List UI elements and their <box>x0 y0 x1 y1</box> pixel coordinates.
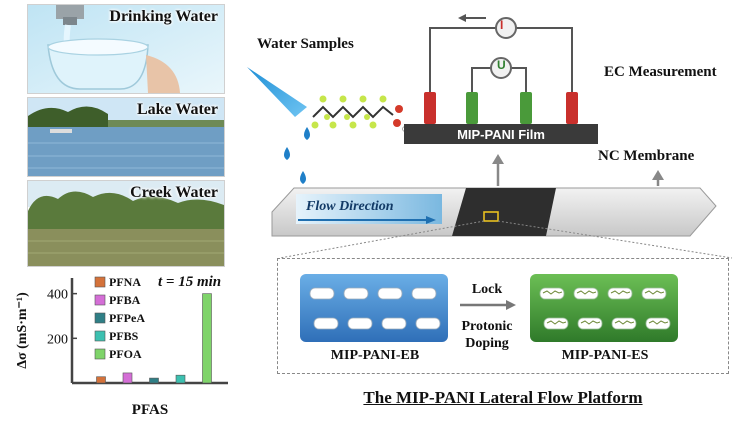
creek-water-label: Creek Water <box>130 184 218 201</box>
protonic-doping-label: Protonic Doping <box>452 318 522 352</box>
voltmeter-icon <box>490 57 512 79</box>
current-symbol: I <box>500 18 504 32</box>
bar-pfoa <box>202 293 212 384</box>
legend-swatch-pfna <box>94 276 106 288</box>
x-axis-title: PFAS <box>132 402 168 418</box>
lateral-flow-strip <box>271 154 733 259</box>
time-annotation: t = 15 min <box>158 274 221 290</box>
circuit-wire-left <box>429 27 498 95</box>
bar-pfbs <box>175 374 186 384</box>
water-samples-label: Water Samples <box>257 36 354 52</box>
lock-arrow-icon <box>460 300 516 310</box>
photo-drinking-water: Drinking Water <box>27 4 225 94</box>
nc-membrane-label: NC Membrane <box>598 148 695 164</box>
mip-pani-film <box>404 124 598 144</box>
flow-direction-label: Flow Direction <box>306 199 394 214</box>
lake-water-label: Lake Water <box>136 101 218 118</box>
photo-creek-water: Creek Water <box>27 180 225 267</box>
electrode-inner-right <box>520 92 532 124</box>
circuit-wire-right <box>514 27 573 95</box>
mip-pani-eb-label: MIP-PANI-EB <box>330 348 420 363</box>
voltage-symbol: U <box>497 58 506 72</box>
ec-circuit <box>404 14 598 144</box>
ammeter-icon <box>495 17 517 39</box>
legend-swatch-pfoa <box>94 348 106 360</box>
legend-swatch-pfpea <box>94 312 106 324</box>
y-tick-label-0: 200 <box>47 332 68 347</box>
bar-pfna <box>96 376 106 384</box>
legend-label-pfna: PFNA <box>109 275 141 289</box>
lake-water-image <box>28 98 224 176</box>
y-axis-title: Δσ (mS·m⁻¹) <box>15 292 30 369</box>
legend-label-pfbs: PFBS <box>109 329 139 343</box>
bar-pfba <box>122 372 133 384</box>
ec-measurement-label: EC Measurement <box>604 64 717 80</box>
sample-drop-illustration <box>247 67 408 184</box>
photo-lake-water: Lake Water <box>27 97 225 177</box>
bar-pfpea <box>149 377 159 384</box>
electrode-inner-left <box>466 92 478 124</box>
platform-title: The MIP-PANI Lateral Flow Platform <box>363 388 643 407</box>
protonic-doping-line2: Doping <box>465 336 509 351</box>
mip-pani-es-label: MIP-PANI-ES <box>561 348 649 363</box>
up-arrow-membrane-icon <box>652 170 664 180</box>
water-droplets-icon <box>284 127 310 184</box>
flow-arrow-icon <box>426 216 436 224</box>
legend-swatch-pfba <box>94 294 106 306</box>
sensing-zone <box>452 188 556 236</box>
legend-label-pfpea: PFPeA <box>109 311 145 325</box>
drinking-water-label: Drinking Water <box>109 8 218 25</box>
legend-label-pfoa: PFOA <box>109 347 142 361</box>
film-label: MIP-PANI Film <box>457 127 545 142</box>
protonic-doping-line1: Protonic <box>461 319 513 334</box>
legend-label-pfba: PFBA <box>109 293 141 307</box>
mip-pani-es-panel <box>530 274 678 342</box>
lock-label: Lock <box>471 282 503 297</box>
electrode-right <box>566 92 578 124</box>
y-tick-label-1: 400 <box>47 288 68 303</box>
zoom-marker <box>483 211 499 222</box>
electrode-left <box>424 92 436 124</box>
zoom-detail-box <box>277 258 729 374</box>
pfas-bar-chart: 200 400 Δσ (mS·m⁻¹) PFAS PFNA PFBA PFPeA PFBS PF… <box>15 274 228 418</box>
mip-pani-eb-panel <box>300 274 448 342</box>
drinking-water-image <box>28 5 224 93</box>
legend-swatch-pfbs <box>94 330 106 342</box>
creek-water-image <box>28 181 224 266</box>
up-arrow-film-icon <box>492 154 504 164</box>
pfas-molecule-icon <box>311 95 408 132</box>
pipette-icon <box>247 67 307 117</box>
